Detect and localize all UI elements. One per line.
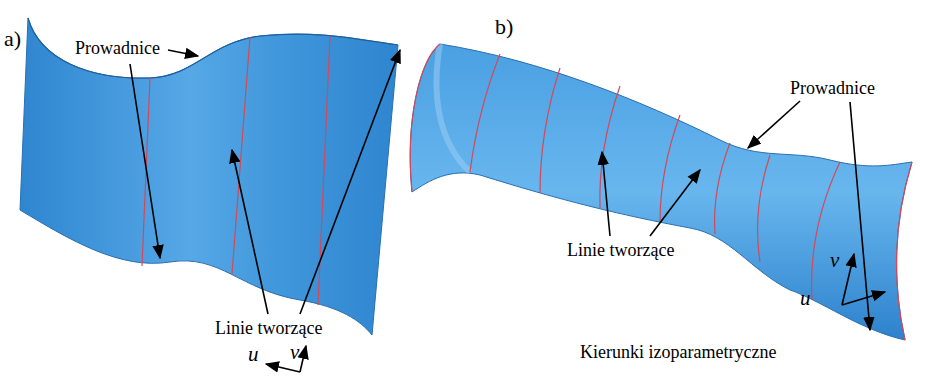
ruled-surface-b (410, 44, 912, 340)
caption-label: Kierunki izoparametryczne (580, 342, 776, 363)
callout-label: Linie tworzące (567, 240, 674, 261)
axis-letter: v (290, 340, 299, 364)
axis-letter: u (248, 342, 259, 366)
callout-label: Prowadnice (790, 78, 875, 99)
callout-label: Prowadnice (75, 38, 160, 59)
generator-lines (470, 54, 840, 300)
leader-arrows (130, 50, 870, 330)
ruled-surface-a (20, 18, 398, 335)
axis-letter: u (800, 286, 811, 310)
callout-label: Linie tworzące (215, 318, 322, 339)
panel-letter: a) (4, 26, 21, 51)
axis-letter: v (830, 248, 839, 272)
panel-letter: b) (495, 14, 513, 39)
axis-arrows (266, 254, 885, 372)
